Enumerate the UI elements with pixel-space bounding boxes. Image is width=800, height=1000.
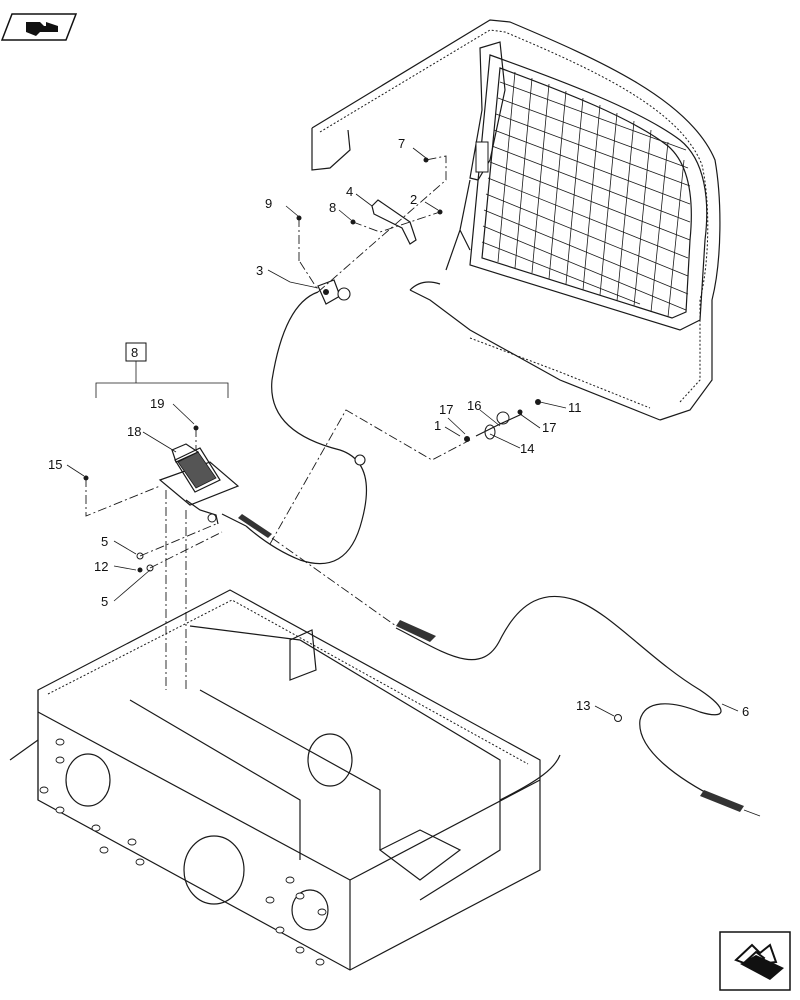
callout-8: 8 — [329, 200, 336, 215]
callout-7: 7 — [398, 136, 405, 151]
callout-13: 13 — [576, 698, 590, 713]
next-arrow-icon[interactable] — [719, 931, 791, 991]
frame-bolts — [39, 738, 327, 966]
chassis-frame — [9, 589, 561, 971]
callout-11: 11 — [568, 400, 582, 415]
callout-18: 18 — [127, 424, 141, 439]
callout-17-right: 17 — [542, 420, 556, 435]
callout-2: 2 — [410, 192, 417, 207]
window-mesh — [481, 71, 691, 318]
leader-lines — [66, 147, 739, 717]
callout-3: 3 — [256, 263, 263, 278]
callout-labels: 7 9 8 4 2 3 8 19 18 15 5 12 5 17 16 1 14… — [48, 136, 749, 719]
callout-1: 1 — [434, 418, 441, 433]
callout-17-left: 17 — [439, 402, 453, 417]
pedal-assembly — [158, 443, 240, 525]
callout-15: 15 — [48, 457, 62, 472]
callout-19: 19 — [150, 396, 164, 411]
callout-5-top: 5 — [101, 534, 108, 549]
throttle-cable — [221, 291, 761, 817]
back-arrow-icon[interactable] — [0, 13, 78, 41]
assembly-lines — [85, 155, 471, 690]
hardware — [83, 157, 622, 722]
callout-4: 4 — [346, 184, 353, 199]
callout-14: 14 — [520, 441, 534, 456]
callout-10: 9 — [265, 196, 272, 211]
callout-9: 8 — [131, 345, 138, 360]
callout-6: 6 — [742, 704, 749, 719]
bracket-4 — [371, 199, 417, 245]
callout-16: 16 — [467, 398, 481, 413]
cab-side-panel — [311, 19, 721, 421]
callout-5-bottom: 5 — [101, 594, 108, 609]
hand-throttle — [317, 279, 351, 305]
assembly-9-bracket — [95, 342, 229, 398]
callout-12: 12 — [94, 559, 108, 574]
